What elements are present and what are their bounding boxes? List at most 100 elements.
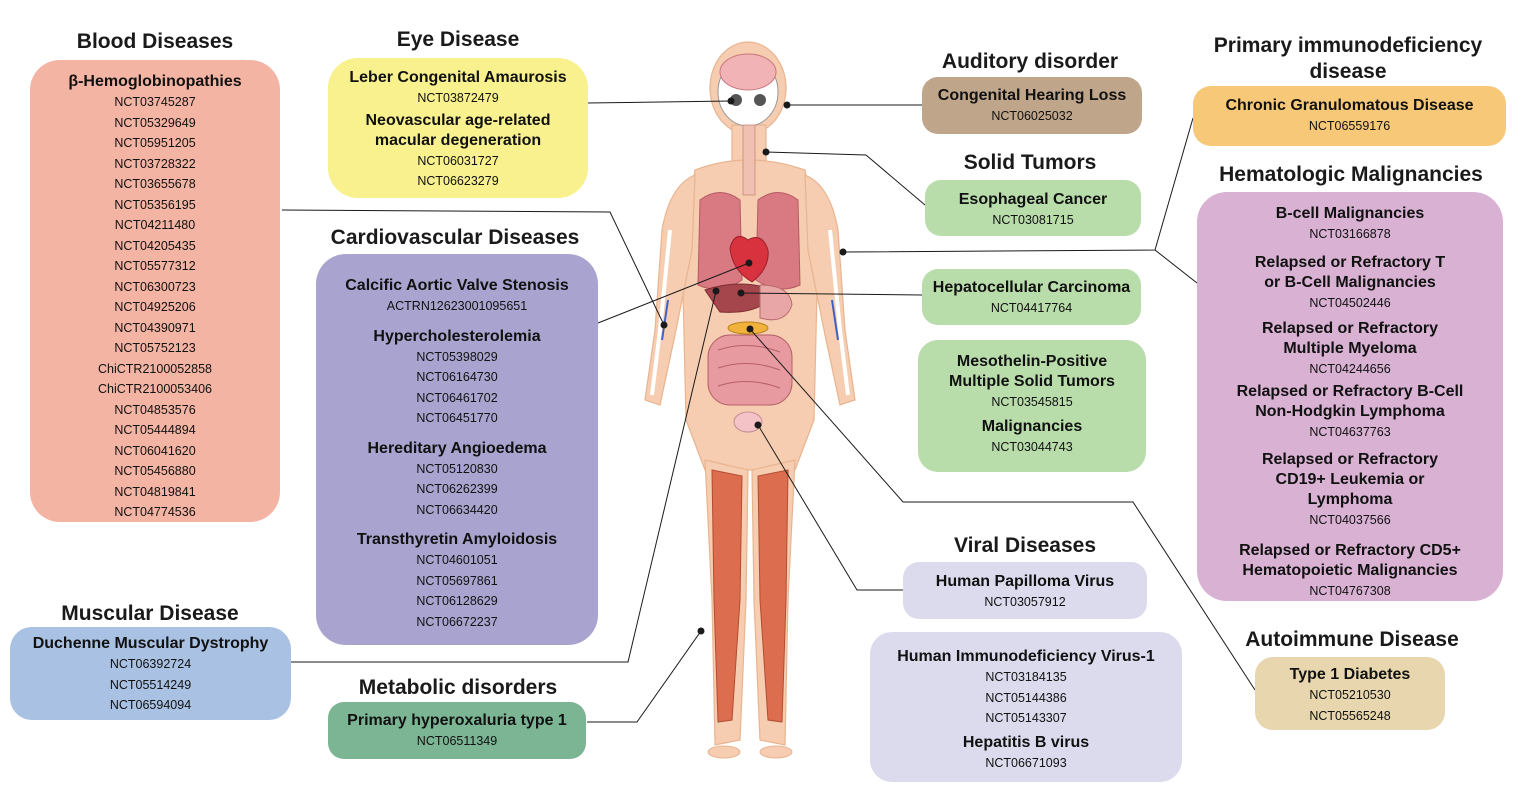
trial-id: NCT04205435 xyxy=(114,238,196,253)
trial-id: NCT04502446 xyxy=(1309,295,1391,310)
brain-icon xyxy=(719,53,777,91)
trial-id: NCT06164730 xyxy=(416,370,498,384)
entry-name: β-Hemoglobinopathies xyxy=(68,73,242,90)
trial-id: NCT03655678 xyxy=(114,177,196,191)
eye-disease-title: Eye Disease xyxy=(396,28,520,51)
trial-id: NCT04417764 xyxy=(990,301,1073,315)
trial-id: NCT04819841 xyxy=(114,484,196,499)
trial-id: NCT05577312 xyxy=(114,259,196,273)
human-body-illustration xyxy=(644,41,856,759)
trial-id: NCT06559176 xyxy=(1308,119,1391,133)
trial-id: NCT06262399 xyxy=(416,482,498,496)
muscular-disease-box: Duchenne Muscular Dystrophy NCT06392724 … xyxy=(10,627,291,720)
trial-id: NCT06031727 xyxy=(417,153,499,168)
trial-id: NCT05697861 xyxy=(416,573,498,588)
trial-id: NCT04774536 xyxy=(114,505,196,519)
entry-name: Hypercholesterolemia xyxy=(373,327,541,345)
trial-id: NCT03166878 xyxy=(1309,227,1391,241)
trial-id: NCT06671093 xyxy=(985,755,1067,770)
auditory-title: Auditory disorder xyxy=(941,50,1119,73)
trial-id: NCT06041620 xyxy=(114,443,196,458)
entry-name: Calcific Aortic Valve Stenosis xyxy=(345,277,569,294)
trial-id: ChiCTR2100052858 xyxy=(98,361,212,376)
lungs-icon xyxy=(697,192,743,290)
entry-name: Hepatitis B virus xyxy=(962,733,1090,751)
trial-id: NCT05329649 xyxy=(114,115,196,130)
primary-immunodeficiency-title: Primary immunodeficiency disease xyxy=(1213,34,1483,83)
entry-name: Human Papilloma Virus xyxy=(935,573,1115,590)
trial-id: NCT06511349 xyxy=(416,734,498,748)
hematologic-malignancies-title: Hematologic Malignancies xyxy=(1219,163,1483,186)
trial-id: NCT05120830 xyxy=(416,461,498,476)
trial-id: NCT03081715 xyxy=(992,213,1074,227)
hpv-box: Human Papilloma Virus NCT03057912 xyxy=(903,562,1147,619)
metabolic-disorders-box: Primary hyperoxaluria type 1 NCT06511349 xyxy=(328,702,586,759)
blood-entry: β-Hemoglobinopathies NCT03745287 NCT0532… xyxy=(30,72,280,523)
trial-id: NCT03872479 xyxy=(417,91,499,105)
cardiovascular-box: Calcific Aortic Valve Stenosis ACTRN1262… xyxy=(316,254,598,645)
trial-id: NCT05398029 xyxy=(416,349,498,364)
blood-diseases-box: β-Hemoglobinopathies NCT03745287 NCT0532… xyxy=(30,60,280,522)
solid-tumors-multi-box: Mesothelin-Positive Multiple Solid Tumor… xyxy=(918,340,1146,472)
trial-id: NCT06300723 xyxy=(114,279,196,294)
trial-id: NCT03545815 xyxy=(991,395,1073,409)
entry-name: Transthyretin Amyloidosis xyxy=(356,531,558,548)
autoimmune-disease-title: Autoimmune Disease xyxy=(1245,628,1459,651)
entry-name: Relapsed or Refractory CD5+ Hematopoieti… xyxy=(1239,541,1461,579)
trial-id: NCT06634420 xyxy=(416,502,498,517)
entry-name: Esophageal Cancer xyxy=(958,191,1108,208)
entry-name: Neovascular age-related macular degenera… xyxy=(365,111,551,149)
entry-name: Relapsed or Refractory CD19+ Leukemia or… xyxy=(1261,451,1439,508)
trial-id: NCT05210530 xyxy=(1309,688,1391,702)
entry-name: Duchenne Muscular Dystrophy xyxy=(32,635,269,652)
hematologic-malignancies-box: B-cell Malignancies NCT03166878 Relapsed… xyxy=(1197,192,1503,601)
eye-disease-box: Leber Congenital Amaurosis NCT03872479 N… xyxy=(328,58,588,198)
trial-id: NCT05356195 xyxy=(114,197,196,212)
entry-name: Primary hyperoxaluria type 1 xyxy=(347,712,567,729)
trial-id: NCT06672237 xyxy=(416,614,498,629)
entry-name: Hepatocellular Carcinoma xyxy=(932,279,1131,296)
trial-id: NCT04853576 xyxy=(114,402,196,417)
trial-id: NCT05565248 xyxy=(1309,708,1391,723)
trial-id: NCT06461702 xyxy=(416,390,498,405)
blood-diseases-title: Blood Diseases xyxy=(76,30,234,53)
entry-name: Leber Congenital Amaurosis xyxy=(349,69,567,86)
leg-muscles-icon xyxy=(711,469,743,723)
entry-name: Relapsed or Refractory B-Cell Non-Hodgki… xyxy=(1236,382,1464,420)
heart-icon xyxy=(729,235,769,283)
trial-id: NCT05144386 xyxy=(985,690,1067,705)
trial-id: NCT05456880 xyxy=(114,464,196,478)
trial-id: NCT04037566 xyxy=(1309,513,1391,527)
trial-id: NCT03057912 xyxy=(984,595,1066,609)
trial-id: NCT04244656 xyxy=(1309,362,1391,376)
trial-id: NCT04211480 xyxy=(114,218,196,232)
viral-diseases-title: Viral Diseases xyxy=(953,534,1097,557)
trial-id: NCT06392724 xyxy=(109,657,192,671)
trial-id: NCT06594094 xyxy=(109,698,192,712)
entry-name: B-cell Malignancies xyxy=(1275,205,1425,222)
primary-immunodeficiency-box: Chronic Granulomatous Disease NCT0655917… xyxy=(1193,86,1506,146)
entry-name: Hereditary Angioedema xyxy=(367,439,547,457)
entry-name: Type 1 Diabetes xyxy=(1289,666,1411,683)
viral-others-box: Human Immunodeficiency Virus-1 NCT031841… xyxy=(870,632,1182,782)
bladder-icon xyxy=(733,411,763,433)
trial-id: NCT04637763 xyxy=(1309,424,1391,439)
trial-id: NCT06025032 xyxy=(991,109,1073,123)
trial-id: NCT05752123 xyxy=(114,341,196,355)
trial-id: NCT05514249 xyxy=(109,677,192,692)
trial-id: NCT06451770 xyxy=(416,411,498,425)
metabolic-disorders-title: Metabolic disorders xyxy=(358,676,558,699)
trial-id: NCT04925206 xyxy=(114,300,196,314)
trial-id: NCT04390971 xyxy=(114,320,196,335)
muscular-disease-title: Muscular Disease xyxy=(61,602,239,625)
entry-name: Relapsed or Refractory T or B-Cell Malig… xyxy=(1254,253,1446,291)
trial-id: NCT03728322 xyxy=(114,156,196,171)
entry-name: Relapsed or Refractory Multiple Myeloma xyxy=(1261,320,1439,357)
trial-id: NCT06623279 xyxy=(417,174,499,188)
esophageal-cancer-box: Esophageal Cancer NCT03081715 xyxy=(925,180,1141,236)
entry-name: Chronic Granulomatous Disease xyxy=(1225,97,1474,114)
trial-id: NCT03745287 xyxy=(114,95,196,109)
trial-id: ACTRN12623001095651 xyxy=(386,299,528,313)
trial-id: NCT06128629 xyxy=(416,594,498,608)
